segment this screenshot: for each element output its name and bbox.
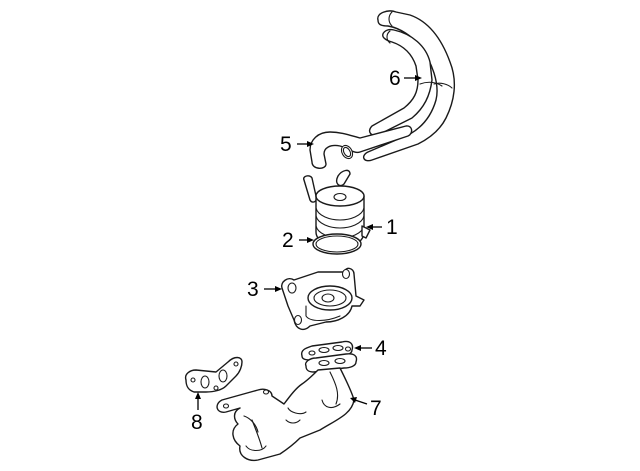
callout-3[interactable]: 3 [247,278,259,301]
leader-8 [195,392,201,410]
leader-6 [404,75,422,81]
exhaust-manifold-pipe[interactable] [216,367,355,462]
callout-2[interactable]: 2 [282,229,294,252]
leader-1 [366,224,382,230]
cooler-housing[interactable] [281,267,365,331]
callout-5[interactable]: 5 [280,133,292,156]
leader-5 [297,141,314,147]
callout-8[interactable]: 8 [191,411,203,434]
o-ring[interactable] [312,233,362,255]
callout-4[interactable]: 4 [375,337,387,360]
leader-2 [299,237,314,243]
coolant-hose-upper[interactable] [362,10,456,162]
callout-6[interactable]: 6 [389,67,401,90]
gasket-flange[interactable] [184,356,243,393]
leader-3 [264,286,282,292]
oil-cooler[interactable] [303,169,371,249]
gasket-upper[interactable] [300,340,358,373]
callout-7[interactable]: 7 [370,397,382,420]
leader-7 [350,397,368,405]
coolant-hose-lower[interactable] [309,125,413,169]
callout-1[interactable]: 1 [386,216,398,239]
leader-4 [354,345,372,351]
